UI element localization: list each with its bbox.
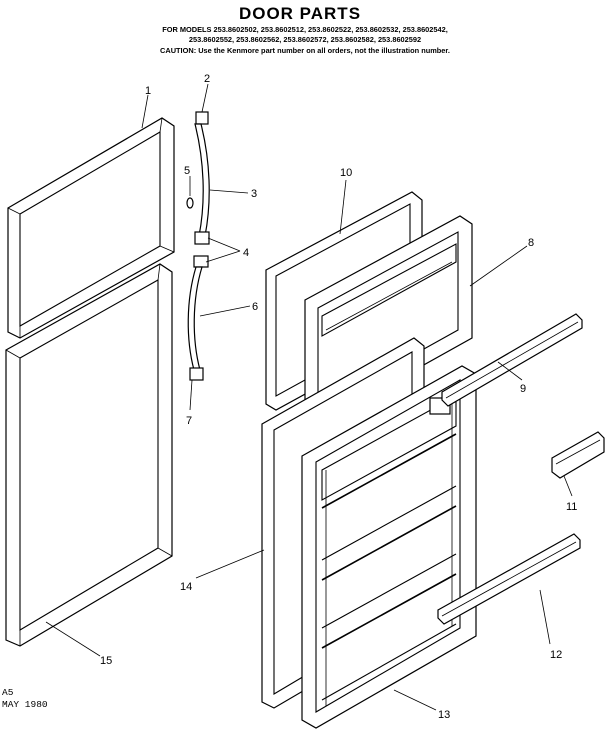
callout-15: 15 <box>100 655 112 667</box>
lower-shelf-rail <box>437 533 581 625</box>
shelf-end-cap <box>551 431 605 479</box>
callout-2: 2 <box>204 73 210 85</box>
callout-4: 4 <box>243 247 249 259</box>
callout-14: 14 <box>180 581 192 593</box>
fresh-food-door-liner <box>301 365 477 729</box>
upper-shelf-rail <box>441 313 583 407</box>
callout-3: 3 <box>251 188 257 200</box>
callout-13: 13 <box>438 709 450 721</box>
footer-code: A5 <box>2 687 14 698</box>
upper-door-handle <box>186 111 210 245</box>
callout-1: 1 <box>145 85 151 97</box>
caution-line: CAUTION: Use the Kenmore part number on … <box>160 46 450 55</box>
leader-lines <box>45 83 573 711</box>
callout-9: 9 <box>520 383 526 395</box>
lower-door-handle <box>187 255 209 381</box>
callout-10: 10 <box>340 167 352 179</box>
fresh-food-door-gasket <box>5 263 173 647</box>
callout-12: 12 <box>550 649 562 661</box>
callout-6: 6 <box>252 301 258 313</box>
callout-7: 7 <box>186 415 192 427</box>
callout-5: 5 <box>184 165 190 177</box>
freezer-door-gasket <box>7 117 175 339</box>
diagram-title: DOOR PARTS <box>239 4 361 23</box>
footer-date: MAY 1980 <box>2 699 48 710</box>
callout-8: 8 <box>528 237 534 249</box>
callout-11: 11 <box>566 501 577 513</box>
models-line-2: 253.8602552, 253.8602562, 253.8602572, 2… <box>189 35 421 44</box>
models-line-1: FOR MODELS 253.8602502, 253.8602512, 253… <box>162 25 448 34</box>
